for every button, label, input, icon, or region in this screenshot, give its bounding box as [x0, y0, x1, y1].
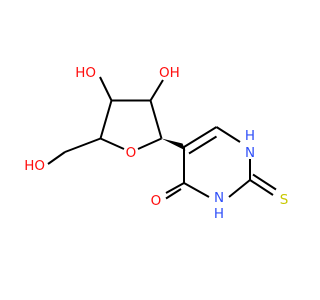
bond-c4-o-a	[165, 182, 185, 194]
atom-n3-h: H	[214, 206, 224, 222]
bond-c2-s-b	[252, 173, 277, 191]
wedge-layer	[161, 138, 186, 151]
bond-c5py-c6	[183, 126, 218, 148]
pseudouridine-thio-structure: HO OH HO O H N N H O S	[24, 65, 288, 222]
bond-c3-o3	[99, 76, 113, 101]
atom-ring-o: O	[126, 145, 137, 161]
bond-o4-c4	[100, 137, 125, 150]
bond-c2-c1	[149, 100, 163, 139]
atom-n3: N	[214, 190, 224, 206]
bond-c2-o2	[149, 79, 164, 102]
bond-n3-c4	[183, 182, 210, 198]
wedge-c1-c5py	[161, 138, 186, 151]
bond-c4-c3	[99, 100, 113, 139]
bond-c2-s-a	[249, 179, 274, 196]
bond-c5-o5	[47, 151, 66, 165]
bond-c4-c5	[64, 137, 101, 153]
bond-layer	[47, 76, 277, 200]
atom-ho-top: HO	[75, 65, 96, 81]
bond-c6-n1	[215, 126, 241, 143]
atom-label-layer: HO OH HO O H N N H O S	[24, 65, 288, 222]
atom-n1: N	[245, 145, 255, 161]
bond-c2-n3	[228, 179, 251, 198]
atom-c4-o: O	[151, 193, 162, 209]
bond-c1-o4	[137, 137, 162, 150]
bond-c4-o-b	[165, 188, 182, 200]
atom-s: S	[280, 192, 289, 208]
bond-c5py-c6-double	[188, 135, 218, 155]
atom-n1-h: H	[245, 128, 255, 144]
atom-oh-top: OH	[159, 65, 180, 81]
atom-ho-left: HO	[24, 158, 45, 174]
